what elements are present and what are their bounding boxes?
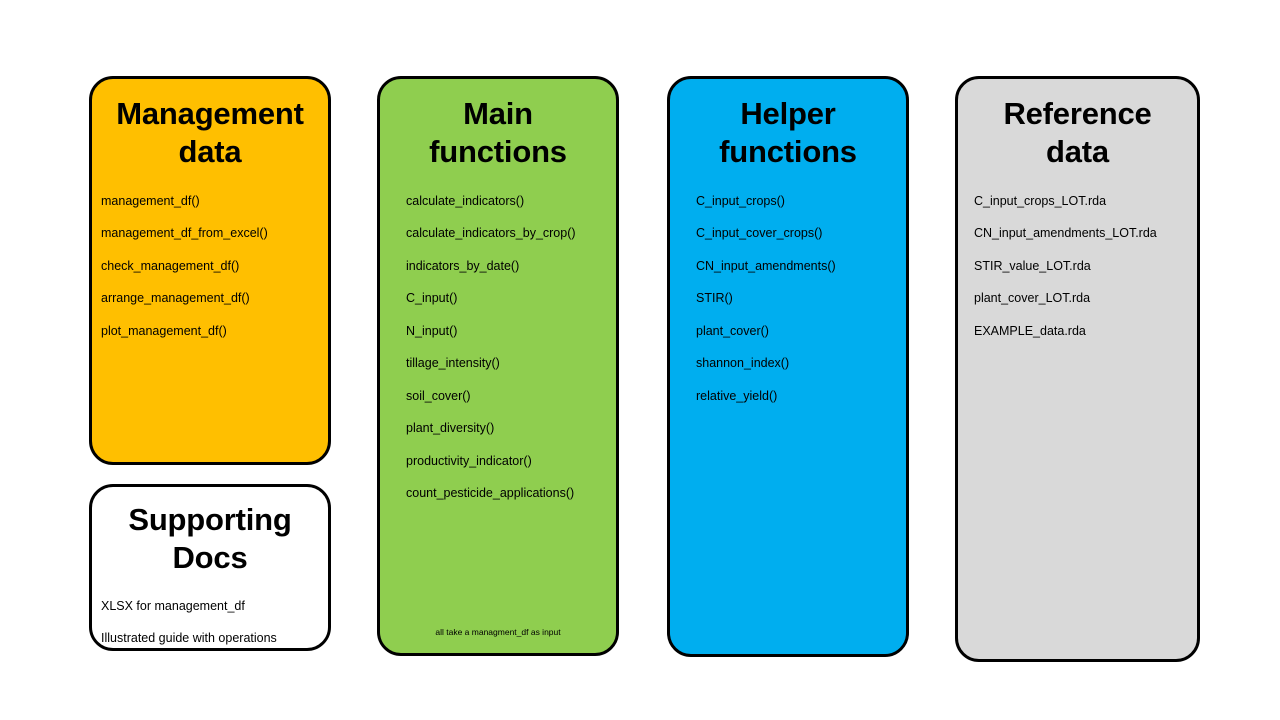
card-main-functions: Main functions calculate_indicators() ca… (377, 76, 619, 656)
list-item: C_input_crops_LOT.rda (974, 193, 1107, 208)
list-item: shannon_index() (696, 356, 790, 371)
item-list-supporting-docs: XLSX for management_df Illustrated guide… (92, 600, 328, 645)
list-item: indicators_by_date() (406, 258, 520, 273)
list-item: N_input() (406, 323, 458, 338)
list-item: EXAMPLE_data.rda (974, 323, 1086, 338)
list-item: relative_yield() (696, 388, 778, 403)
list-item: Illustrated guide with operations (101, 631, 277, 646)
list-item: C_input() (406, 291, 458, 306)
card-helper-functions: Helper functions C_input_crops() C_input… (667, 76, 909, 657)
list-item: plant_cover_LOT.rda (974, 291, 1091, 306)
item-list-helper-functions: C_input_crops() C_input_cover_crops() CN… (670, 195, 906, 403)
footnote-main-functions: all take a managment_df as input (435, 626, 561, 637)
list-item: XLSX for management_df (101, 598, 245, 613)
item-list-management-data: management_df() management_df_from_excel… (92, 195, 328, 338)
list-item: STIR_value_LOT.rda (974, 258, 1091, 273)
card-supporting-docs: Supporting Docs XLSX for management_df I… (89, 484, 331, 651)
list-item: STIR() (696, 291, 733, 306)
list-item: plant_cover() (696, 323, 769, 338)
list-item: management_df_from_excel() (101, 226, 268, 241)
list-item: arrange_management_df() (101, 291, 250, 306)
list-item: calculate_indicators() (406, 193, 525, 208)
list-item: CN_input_amendments_LOT.rda (974, 226, 1157, 241)
list-item: productivity_indicator() (406, 453, 532, 468)
list-item: tillage_intensity() (406, 356, 500, 371)
list-item: check_management_df() (101, 258, 240, 273)
list-item: calculate_indicators_by_crop() (406, 226, 576, 241)
card-title-reference-data: Reference data (1003, 96, 1152, 170)
list-item: plant_diversity() (406, 421, 495, 436)
list-item: C_input_cover_crops() (696, 226, 823, 241)
list-item: C_input_crops() (696, 193, 785, 208)
item-list-main-functions: calculate_indicators() calculate_indicat… (380, 195, 616, 500)
list-item: count_pesticide_applications() (406, 486, 575, 501)
card-title-management-data: Management data (116, 96, 304, 170)
list-item: soil_cover() (406, 388, 471, 403)
list-item: plot_management_df() (101, 323, 227, 338)
list-item: CN_input_amendments() (696, 258, 836, 273)
card-reference-data: Reference data C_input_crops_LOT.rda CN_… (955, 76, 1200, 662)
card-title-supporting-docs: Supporting Docs (128, 502, 292, 576)
card-management-data: Management data management_df() manageme… (89, 76, 331, 465)
card-title-main-functions: Main functions (429, 96, 567, 170)
item-list-reference-data: C_input_crops_LOT.rda CN_input_amendment… (958, 195, 1197, 338)
list-item: management_df() (101, 193, 200, 208)
card-title-helper-functions: Helper functions (719, 96, 857, 170)
